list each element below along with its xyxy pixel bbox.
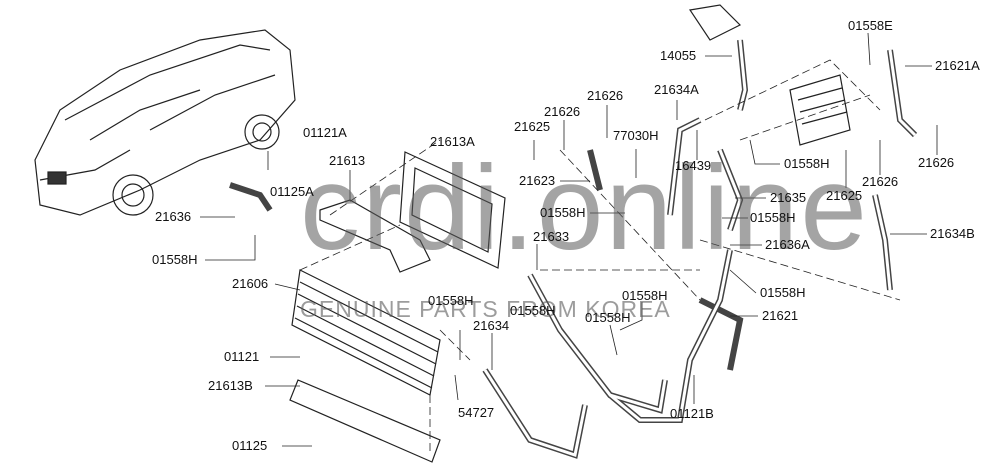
part-label: 01558H: [510, 303, 556, 318]
part-label: 01558H: [622, 288, 668, 303]
part-label: 77030H: [613, 128, 659, 143]
part-label: 01558H: [428, 293, 474, 308]
part-label: 01558E: [848, 18, 893, 33]
bracket-21613B: [289, 379, 441, 463]
leader-lines: [200, 32, 938, 447]
part-label: 21623: [519, 173, 556, 188]
part-label: 01558H: [585, 310, 631, 325]
transmission-component: [688, 4, 851, 146]
part-label: 21613A: [430, 134, 475, 149]
part-label: 21621: [762, 308, 799, 323]
part-label: 21634: [473, 318, 510, 333]
part-label: 01121A: [303, 125, 347, 140]
part-label: 01558H: [540, 205, 586, 220]
part-label: 01121B: [670, 406, 714, 421]
part-label: 21635: [770, 190, 807, 205]
watermark-tagline: GENUINE PARTS FROM KOREA: [300, 296, 671, 322]
assembly-lines: [299, 59, 901, 455]
part-label: 21626: [544, 104, 581, 119]
bracket-21613: [319, 199, 431, 273]
part-label: 54727: [458, 405, 495, 420]
part-label: 21625: [514, 119, 551, 134]
part-label: 16439: [675, 158, 712, 173]
vehicle-illustration: [34, 29, 296, 216]
part-label: 21634B: [930, 226, 975, 241]
part-label: 14055: [660, 48, 697, 63]
part-label: 01558H: [760, 285, 806, 300]
part-label: 21626: [918, 155, 955, 170]
part-label: 21626: [587, 88, 624, 103]
part-label: 01558H: [152, 252, 198, 267]
bracket-21613A: [399, 151, 506, 269]
part-label: 21636A: [765, 237, 810, 252]
part-label: 01121: [224, 349, 260, 364]
part-label: 21613: [329, 153, 366, 168]
part-label: 21625: [826, 188, 863, 203]
part-label: 21636: [155, 209, 192, 224]
part-label: 21626: [862, 174, 899, 189]
part-label: 21633: [533, 229, 570, 244]
part-label: 01558H: [750, 210, 796, 225]
oil-cooler-21606: [291, 269, 441, 396]
part-label: 01125A: [270, 184, 314, 199]
part-label: 21606: [232, 276, 269, 291]
watermark-site: crdi.online: [300, 141, 869, 275]
part-label: 21613B: [208, 378, 253, 393]
part-label: 21621A: [935, 58, 980, 73]
part-label: 01558H: [784, 156, 830, 171]
part-label: 21634A: [654, 82, 699, 97]
part-label: 01125: [232, 438, 268, 453]
